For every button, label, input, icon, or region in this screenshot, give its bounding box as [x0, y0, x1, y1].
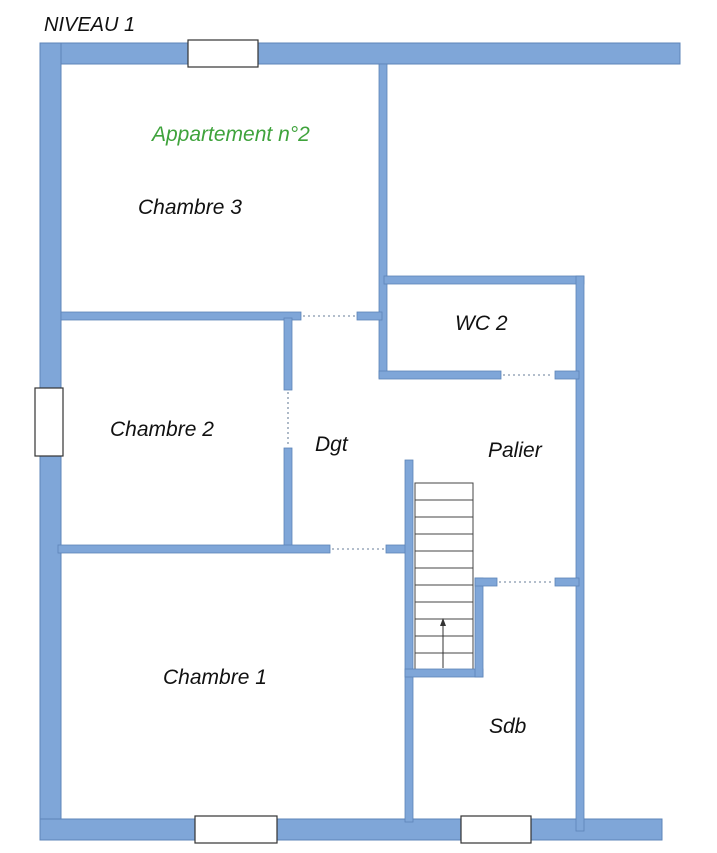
room-label-wc-2: WC 2 [455, 312, 508, 335]
top-exterior-wall [39, 42, 681, 65]
staircase [414, 482, 474, 672]
window-top [187, 39, 259, 68]
wall-chambre3-bottom-right [356, 311, 383, 321]
window-bottom-right [460, 815, 532, 844]
room-label-chambre-3: Chambre 3 [138, 196, 242, 219]
room-label-sdb: Sdb [489, 715, 527, 738]
stair-direction-arrow-icon [440, 618, 446, 668]
wall-chambre3-bottom [60, 311, 302, 321]
wall-right-interior [575, 275, 585, 832]
apartment-label: Appartement n°2 [150, 123, 310, 146]
wall-sdb-top-right [554, 577, 580, 587]
room-label-palier: Palier [488, 439, 543, 462]
wall-wc-top [383, 275, 585, 285]
bottom-exterior-wall [39, 818, 663, 841]
wall-sdb-top-left [474, 577, 498, 587]
window-bottom-left [194, 815, 278, 844]
wall-chambre2-right-lower [283, 447, 293, 553]
room-label-chambre-2: Chambre 2 [110, 418, 214, 441]
room-label-dgt: Dgt [315, 433, 349, 456]
room-label-chambre-1: Chambre 1 [163, 666, 267, 689]
wall-wc-bottom-left [378, 370, 502, 380]
wall-chambre2-bottom [57, 544, 331, 554]
window-left [34, 387, 64, 457]
wall-sdb-left [474, 577, 484, 678]
wall-stair-bottom [404, 668, 484, 678]
wall-stair-left [404, 459, 414, 823]
wall-wc-bottom-right [554, 370, 580, 380]
wall-chambre2-right-upper [283, 317, 293, 391]
wall-chambre3-right [378, 63, 388, 379]
level-title: NIVEAU 1 [44, 14, 135, 36]
